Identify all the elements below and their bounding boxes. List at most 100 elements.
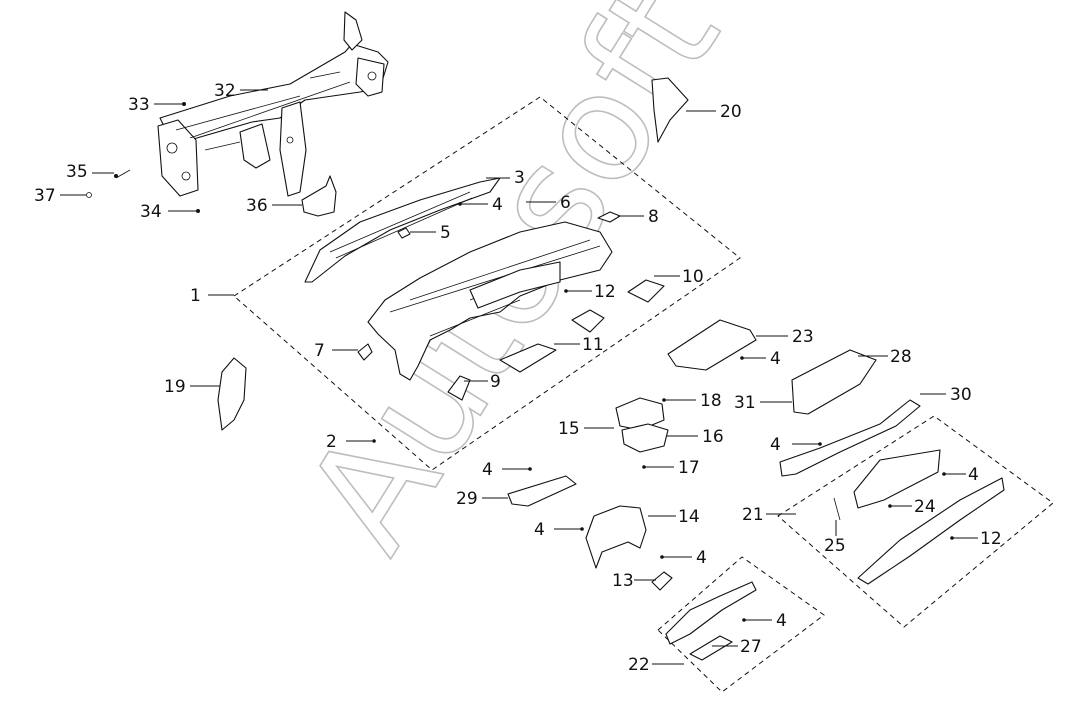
callout-30: 30	[920, 385, 972, 405]
svg-text:23: 23	[792, 327, 814, 347]
callout-11: 11	[554, 335, 604, 355]
lower-trim-group-outline	[657, 556, 825, 693]
svg-text:4: 4	[534, 520, 545, 540]
callout-4-trim13: 4	[660, 548, 707, 568]
svg-text:2: 2	[326, 432, 337, 452]
svg-text:21: 21	[742, 505, 764, 525]
callout-4-console: 4	[942, 465, 979, 485]
rod-25	[833, 497, 841, 521]
svg-text:12: 12	[980, 529, 1002, 549]
side-vent-9b	[447, 375, 471, 401]
svg-text:3: 3	[514, 168, 525, 188]
switch-panel-29	[507, 475, 577, 507]
callout-35: 35	[66, 162, 118, 182]
callout-36: 36	[246, 196, 302, 216]
svg-text:13: 13	[612, 571, 634, 591]
trim-panel-30	[779, 399, 921, 477]
svg-text:14: 14	[678, 507, 700, 527]
trim-20	[651, 77, 689, 143]
callout-4-trim: 4	[770, 435, 822, 455]
svg-text:30: 30	[950, 385, 972, 405]
console-side-12	[857, 477, 1005, 585]
svg-text:15: 15	[558, 419, 580, 439]
trim-27	[689, 635, 733, 661]
svg-text:25: 25	[824, 536, 846, 556]
bolt-35	[115, 169, 131, 179]
bracket-36	[301, 175, 337, 217]
knob-7	[357, 343, 373, 361]
callout-33: 33	[128, 95, 186, 115]
svg-text:20: 20	[720, 102, 742, 122]
svg-text:28: 28	[890, 347, 912, 367]
vent-9	[499, 343, 557, 373]
callout-37: 37	[34, 186, 92, 206]
column-shroud-lower	[621, 423, 669, 453]
callout-32: 32	[214, 81, 268, 101]
svg-text:4: 4	[770, 435, 781, 455]
vent-10	[627, 279, 665, 303]
svg-text:8: 8	[648, 207, 659, 227]
svg-text:24: 24	[914, 497, 936, 517]
svg-text:33: 33	[128, 95, 150, 115]
callout-15: 15	[558, 419, 614, 439]
callout-6: 6	[526, 193, 571, 213]
callout-14: 14	[648, 507, 700, 527]
column-shroud-upper	[615, 397, 665, 431]
dash-upper-cover	[304, 177, 501, 283]
callout-8: 8	[618, 207, 659, 227]
callout-4-lower: 4	[742, 611, 787, 631]
callout-34: 34	[140, 202, 200, 222]
end-cover-19	[217, 357, 247, 431]
svg-text:4: 4	[492, 195, 503, 215]
svg-text:11: 11	[582, 335, 604, 355]
svg-text:4: 4	[696, 548, 707, 568]
svg-text:17: 17	[678, 458, 700, 478]
svg-text:16: 16	[702, 427, 724, 447]
svg-text:4: 4	[968, 465, 979, 485]
svg-text:34: 34	[140, 202, 162, 222]
svg-text:4: 4	[776, 611, 787, 631]
svg-text:22: 22	[628, 655, 650, 675]
svg-text:29: 29	[456, 489, 478, 509]
cross-car-beam	[157, 11, 389, 197]
knee-panel-23	[667, 319, 757, 371]
callout-22: 22	[628, 655, 684, 675]
svg-text:7: 7	[314, 341, 325, 361]
callout-29: 29	[456, 489, 508, 509]
callout-3: 3	[486, 168, 525, 188]
clip-5	[397, 227, 411, 239]
svg-text:37: 37	[34, 186, 56, 206]
glove-box-28	[791, 349, 877, 415]
svg-text:19: 19	[164, 377, 186, 397]
callout-4-top: 4	[458, 195, 503, 215]
callout-1: 1	[190, 286, 234, 306]
svg-text:32: 32	[214, 81, 236, 101]
callout-12-top: 12	[564, 282, 616, 302]
svg-text:9: 9	[490, 372, 501, 392]
callout-16: 16	[666, 427, 724, 447]
callout-24: 24	[888, 497, 936, 517]
callout-10: 10	[654, 267, 704, 287]
callout-4-knee: 4	[740, 349, 781, 369]
svg-text:35: 35	[66, 162, 88, 182]
callout-31: 31	[734, 393, 792, 413]
svg-text:18: 18	[700, 391, 722, 411]
console-group-outline	[777, 415, 1054, 628]
callout-7: 7	[314, 341, 358, 361]
callout-4-switch: 4	[482, 460, 532, 480]
callout-28: 28	[858, 347, 912, 367]
callout-17: 17	[642, 458, 700, 478]
dashboard-group-outline	[233, 96, 741, 471]
callout-27: 27	[712, 637, 762, 657]
cluster-bezel	[585, 505, 647, 569]
vent-11	[571, 309, 605, 333]
svg-text:6: 6	[560, 193, 571, 213]
callout-4-cluster: 4	[534, 520, 584, 540]
svg-text:10: 10	[682, 267, 704, 287]
callout-20: 20	[686, 102, 742, 122]
svg-text:4: 4	[770, 349, 781, 369]
callout-18: 18	[662, 391, 722, 411]
console-24	[853, 449, 941, 509]
trim-13	[651, 571, 673, 591]
